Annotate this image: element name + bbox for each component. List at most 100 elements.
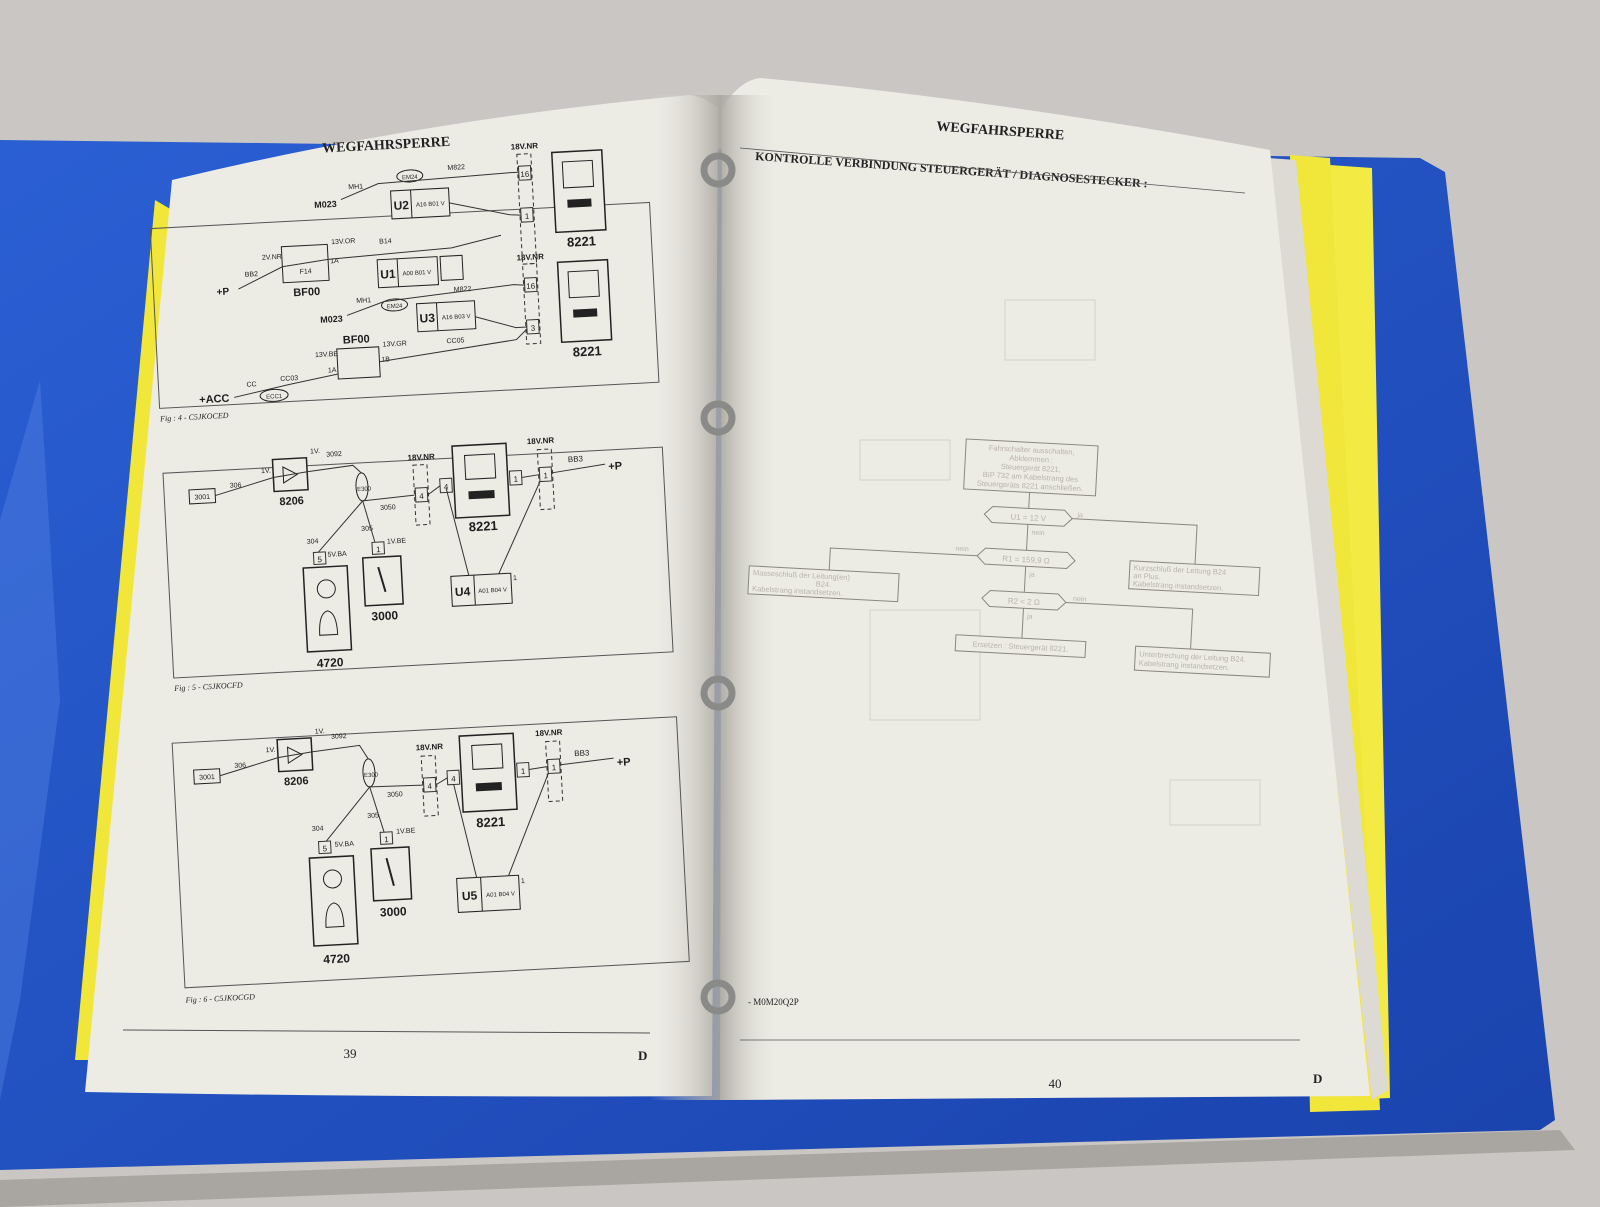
wire-label: 2V.NR — [262, 254, 282, 262]
flow-decision-3 — [981, 589, 1067, 611]
flow-bottom-left-result — [954, 634, 1087, 659]
car-icon — [475, 781, 503, 792]
wire — [445, 488, 470, 576]
switch-icon — [377, 566, 387, 593]
pin-label: 1 — [513, 575, 517, 582]
flow-result-line: B24. — [816, 579, 832, 589]
car-icon — [573, 308, 598, 318]
pin-label: 1 — [525, 212, 530, 221]
siren-4720 — [308, 855, 359, 947]
wire-label: 306 — [234, 762, 246, 770]
wire-label: 3092 — [331, 733, 347, 741]
flowchart: Fahrschalter ausschalten, Abklemmen : St… — [747, 438, 1271, 678]
flow-branch-label: ja — [1028, 571, 1035, 578]
connector-pin — [414, 486, 429, 503]
wire-label: 3092 — [326, 451, 342, 459]
flow-branch-label: ja — [1026, 613, 1033, 620]
pin-label: 1 — [521, 878, 525, 885]
gutter-shade-left — [650, 95, 720, 1100]
divider — [473, 575, 476, 606]
divider — [396, 258, 400, 287]
flow-line — [1026, 524, 1029, 551]
pin-label: 4 — [451, 774, 456, 783]
ecu-label: 8221 — [468, 518, 498, 534]
wire-label: M023 — [314, 199, 337, 210]
wire-label: 305 — [361, 525, 373, 533]
connector-column — [545, 740, 564, 803]
connector-label: U4 — [455, 584, 471, 599]
light-icon — [316, 579, 336, 599]
component-label: 8206 — [284, 775, 309, 788]
figure-4-caption: Fig : 4 - C5JKOCED — [159, 411, 229, 424]
figure-6-caption: Fig : 6 - C5JKOCGD — [184, 992, 255, 1005]
siren-4720 — [302, 564, 353, 653]
wire-label: 5V.BA — [327, 551, 347, 559]
right-page — [720, 78, 1370, 1100]
component-label: E300 — [357, 486, 372, 493]
pin-label: 4 — [444, 482, 449, 491]
connector-label: U5 — [462, 888, 478, 903]
wire — [346, 284, 525, 316]
wire-label: CC03 — [280, 375, 298, 383]
pin-label: 1A — [330, 258, 339, 265]
wire — [449, 202, 522, 216]
car-icon — [468, 489, 495, 500]
wire — [436, 777, 448, 785]
pin-label: 4 — [427, 782, 432, 791]
connector-column — [516, 153, 538, 265]
ecu-label: 8221 — [567, 233, 597, 249]
wire-label: 305 — [367, 812, 379, 820]
connector-pin — [317, 840, 332, 855]
wire-label: BB3 — [568, 454, 584, 464]
wire-label: MH1 — [348, 183, 363, 191]
pin-label: 3 — [530, 324, 535, 333]
figure-5-caption: Fig : 5 - C5JKOCFD — [173, 680, 243, 693]
wire — [528, 766, 548, 771]
show-through-ghost — [859, 439, 951, 481]
car-icon — [567, 198, 592, 208]
wire — [498, 481, 541, 575]
wire-label: 1V. — [310, 448, 320, 456]
wire-label: CC — [246, 381, 256, 389]
wire-label: M023 — [320, 314, 343, 325]
wire-label: 1V. — [261, 468, 271, 476]
wire-label: 1V.BE — [387, 538, 407, 546]
wire — [362, 500, 376, 543]
connector-u3 — [415, 300, 477, 333]
connector-pin — [312, 551, 327, 566]
flow-branch-label: nein — [955, 546, 969, 554]
ground-point — [396, 169, 424, 183]
wire-label: 18V.NR — [535, 728, 563, 738]
left-footer-rule — [122, 1029, 651, 1034]
connector-column — [536, 448, 555, 511]
pin-label: 1 — [376, 545, 381, 554]
pin-label: 1 — [552, 763, 557, 772]
figure-5: Fig : 5 - C5JKOCFD 3001 306 1V. 8206 1V.… — [162, 436, 674, 693]
wire-label: M822 — [447, 164, 465, 172]
connector-pin — [371, 541, 386, 555]
wire-label: 304 — [307, 538, 319, 546]
diode-icon — [282, 466, 299, 484]
figure-4: Fig : 4 - C5JKOCED 16 1 16 3 18V.NR 18V.… — [149, 141, 660, 424]
divider — [435, 302, 439, 331]
wire — [508, 773, 549, 876]
right-page-lang: D — [1313, 1071, 1322, 1086]
power-label: +P — [616, 756, 630, 769]
wire-label: 13V.BE — [315, 351, 339, 359]
pin-label: 16 — [526, 282, 536, 291]
connector-column — [420, 754, 439, 817]
divider — [480, 877, 483, 912]
ecu-label: 8221 — [572, 343, 602, 359]
wire — [369, 786, 385, 833]
left-page-lang: D — [638, 1048, 647, 1063]
flow-line — [828, 547, 978, 571]
pin-label: 1 — [521, 767, 526, 776]
wire — [521, 474, 540, 479]
bell-icon — [319, 610, 339, 636]
left-page-content: WEGFAHRSPERRE Fig : 4 - C5JKOCED 16 1 16… — [149, 135, 690, 1005]
wire — [238, 234, 502, 290]
right-header-rule — [739, 147, 1246, 194]
power-label: +P — [216, 287, 229, 299]
flow-decision-text: R1 = 159,9 Ω — [1002, 554, 1050, 565]
